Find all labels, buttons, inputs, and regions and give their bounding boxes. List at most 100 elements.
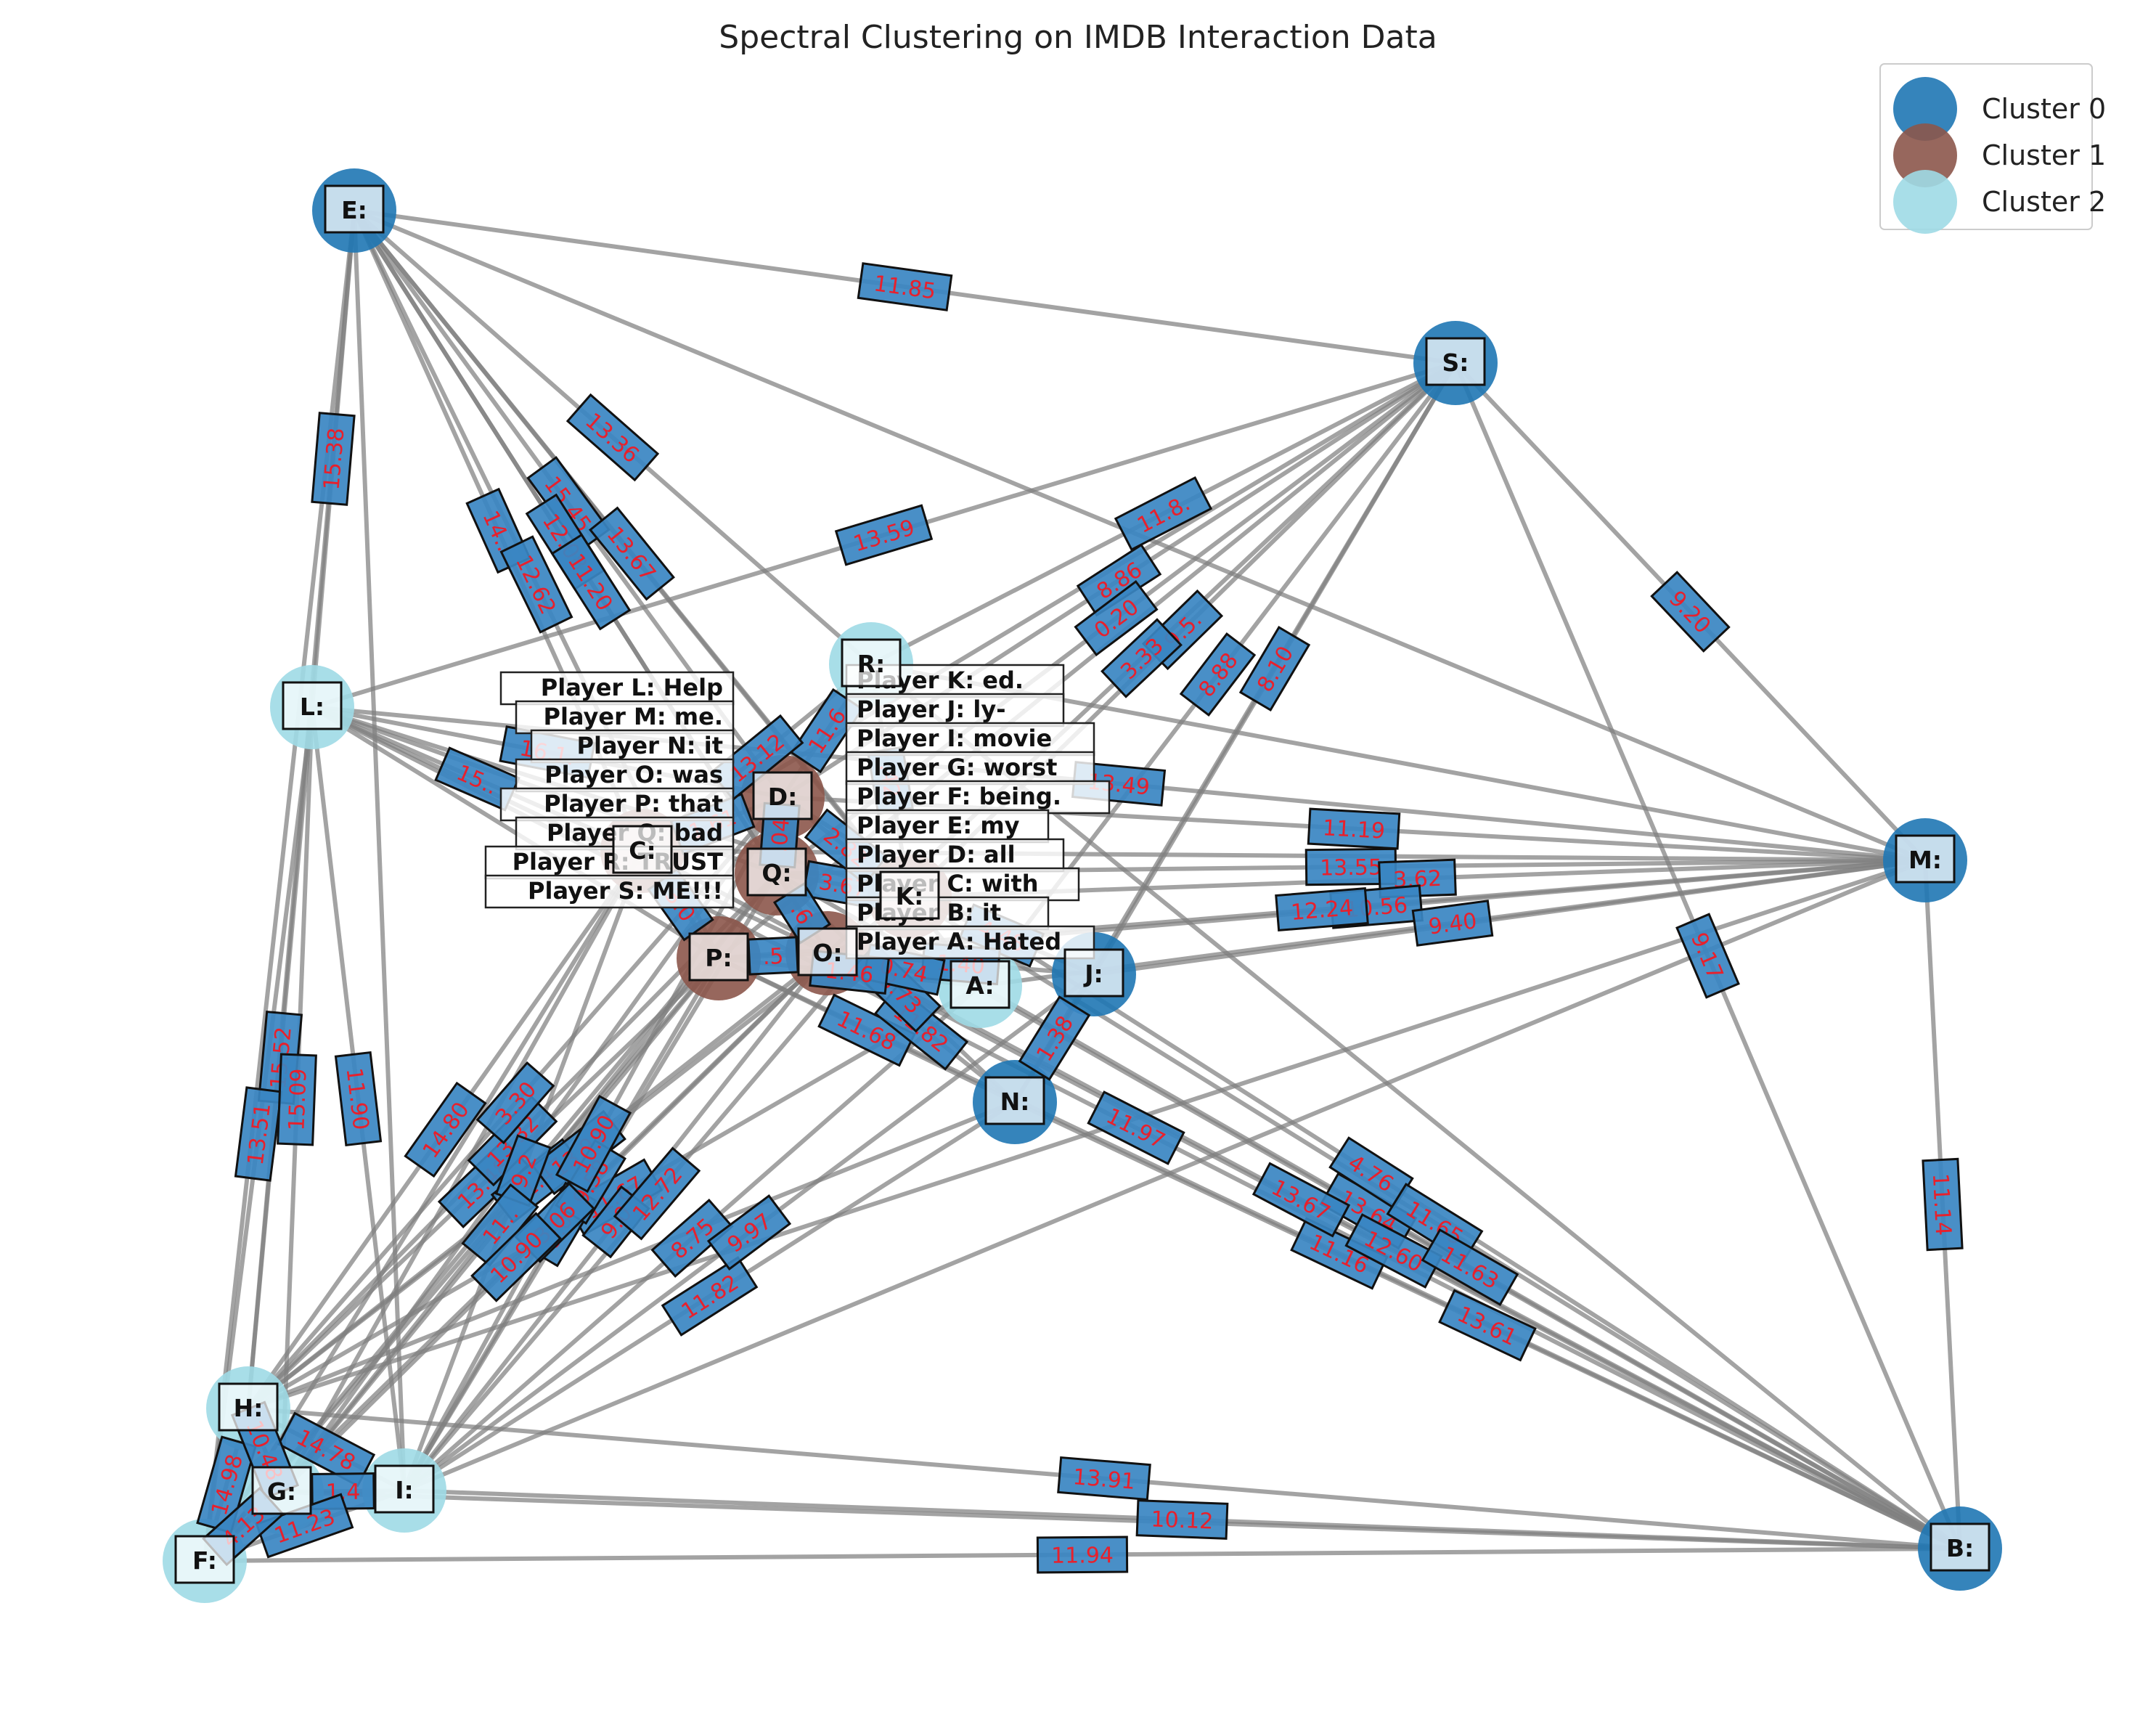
edge-weight-label: 0.20	[1074, 579, 1159, 657]
node-label-box	[1063, 948, 1124, 998]
player-message-box	[515, 758, 735, 793]
edge-weight-box	[475, 1061, 555, 1145]
legend-label: Cluster 2	[1982, 186, 2106, 218]
node-label-text: E:	[341, 196, 367, 224]
player-message-text: Player E: my	[857, 812, 1020, 839]
edge-M-I	[403, 858, 1927, 1493]
node-label-text: O:	[812, 939, 842, 967]
edge-weight-box	[661, 1256, 759, 1337]
node-label-E: E:	[324, 184, 385, 234]
node-label-box	[174, 1535, 235, 1584]
edge-weight-text: 15.38	[319, 427, 349, 492]
edge-weight-label: 10.12	[1135, 1499, 1229, 1540]
edge-weight-label: 9.20	[1650, 571, 1731, 653]
edge-weight-box	[1675, 913, 1740, 999]
edge-weight-text: 11.19	[1322, 815, 1386, 844]
edge-weight-box	[1290, 1217, 1389, 1290]
node-label-C: C:	[612, 825, 673, 874]
node-label-box	[324, 184, 385, 234]
edge-weight-label: 9.40	[1411, 900, 1494, 947]
node-label-box	[251, 1466, 312, 1515]
player-message: Player O: was	[515, 758, 735, 793]
edge-weight-label: 11.14	[1922, 1157, 1964, 1252]
player-message: Player L: Help	[499, 671, 735, 706]
player-message-text: Player I: movie	[857, 725, 1052, 752]
player-message-text: Player M: me.	[544, 703, 724, 730]
node-label-J: J:	[1063, 948, 1124, 998]
legend-label: Cluster 0	[1982, 93, 2106, 125]
player-message-text: Player O: was	[544, 761, 723, 788]
player-message-text: Player P: that	[544, 790, 723, 817]
player-message-text: Player N: it	[577, 732, 724, 759]
node-label-text: I:	[395, 1476, 413, 1504]
edge-weight-label: 13.51	[234, 1086, 283, 1182]
player-message-box	[484, 874, 735, 909]
edge-weight-box	[1087, 1090, 1185, 1165]
node-label-text: F:	[192, 1546, 217, 1575]
node-label-box	[1930, 1522, 1990, 1572]
node-label-box	[746, 847, 807, 897]
edge-weight-label: 11.19	[1307, 807, 1401, 850]
node-label-box	[1895, 834, 1956, 884]
edge-weight-text: 9.40	[1427, 908, 1479, 939]
node-label-K: K:	[879, 870, 940, 920]
legend-marker	[1893, 170, 1957, 234]
figure-title: Spectral Clustering on IMDB Interaction …	[719, 19, 1437, 56]
edge-B-G	[281, 1490, 1961, 1551]
player-message: Player F: being.	[845, 780, 1111, 815]
edge-weight-box	[334, 1051, 383, 1147]
edge-weight-label: .5	[747, 936, 799, 976]
edge-weight-box	[747, 936, 799, 976]
player-message-text: Player F: being.	[857, 783, 1061, 810]
edge-weight-label: 12.60	[1344, 1213, 1443, 1289]
node-label-text: N:	[1000, 1088, 1030, 1116]
edge-weight-box	[1438, 1289, 1537, 1362]
edge-weight-text: .04	[767, 817, 795, 853]
player-message-box	[845, 925, 1095, 960]
node-label-M: M:	[1895, 834, 1956, 884]
edge-weight-box	[1922, 1157, 1964, 1252]
player-message: Player R: TRUST	[484, 845, 735, 880]
edge-weight-box	[1238, 625, 1311, 712]
node-label-N: N:	[984, 1076, 1045, 1125]
edge-weight-label: 11.97	[1087, 1090, 1185, 1165]
player-message: Player N: it	[530, 729, 735, 764]
node-label-box	[688, 932, 749, 982]
edge-weight-text: 11.94	[1051, 1543, 1114, 1569]
player-message: Player E: my	[845, 809, 1050, 844]
node-label-text: Q:	[761, 859, 791, 887]
edge-weight-box	[1421, 1228, 1519, 1306]
edge-weight-label: 13.55	[1304, 847, 1397, 886]
legend-marker	[1893, 77, 1957, 141]
player-message-text: Player L: Help	[541, 674, 723, 701]
edge-layer	[203, 208, 1962, 1563]
edge-weight-label: 1.38	[1018, 995, 1091, 1081]
edge-weight-text: .5	[762, 944, 784, 970]
edge-weight-box	[565, 393, 660, 482]
node-label-P: P:	[688, 932, 749, 982]
node-label-R: R:	[841, 638, 902, 688]
edge-weight-box	[1057, 1456, 1151, 1501]
player-message: Player M: me.	[515, 700, 735, 735]
node-label-text: G:	[267, 1477, 296, 1506]
player-message-box	[845, 838, 1065, 873]
node-label-H: H:	[218, 1382, 279, 1432]
player-message-box	[845, 780, 1111, 815]
player-message: Player S: ME!!!	[484, 874, 735, 909]
edge-weight-box	[834, 504, 934, 566]
node-label-box	[841, 638, 902, 688]
node-label-box	[374, 1464, 435, 1514]
edge-weight-label: 11.90	[334, 1051, 383, 1147]
edge-weight-box	[1411, 900, 1494, 947]
player-message: Player I: movie	[845, 722, 1095, 756]
player-message-text: Player S: ME!!!	[528, 877, 723, 905]
edge-weight-box	[1135, 1499, 1229, 1540]
player-message-box	[499, 787, 735, 822]
edge-weight-box	[470, 1212, 562, 1302]
edge-weight-box	[499, 535, 573, 634]
edge-weight-box	[555, 1094, 632, 1194]
edge-weight-label: 12.24	[1275, 886, 1369, 932]
node-label-S: S:	[1425, 337, 1486, 386]
